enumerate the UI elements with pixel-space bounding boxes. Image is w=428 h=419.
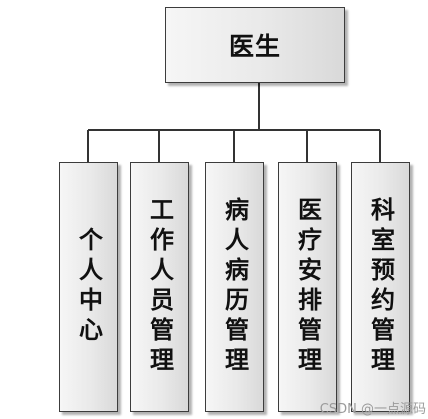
root-node-doctor: 医生: [165, 7, 345, 83]
watermark-text: CSDN @一点源码: [319, 402, 426, 417]
child-node-staff-management: 工作人员管理: [130, 162, 189, 412]
child-node-label: 个人中心: [74, 227, 103, 347]
child-node-medical-schedule-management: 医疗安排管理: [278, 162, 337, 412]
child-node-label: 科室预约管理: [366, 197, 395, 377]
child-node-personal-center: 个人中心: [59, 162, 118, 412]
root-node-label: 医生: [228, 32, 281, 61]
child-node-label: 医疗安排管理: [293, 197, 322, 377]
child-node-label: 工作人员管理: [145, 197, 174, 377]
child-node-department-appointment-management: 科室预约管理: [351, 162, 410, 412]
child-node-label: 病人病历管理: [220, 197, 249, 377]
child-node-patient-record-management: 病人病历管理: [205, 162, 264, 412]
